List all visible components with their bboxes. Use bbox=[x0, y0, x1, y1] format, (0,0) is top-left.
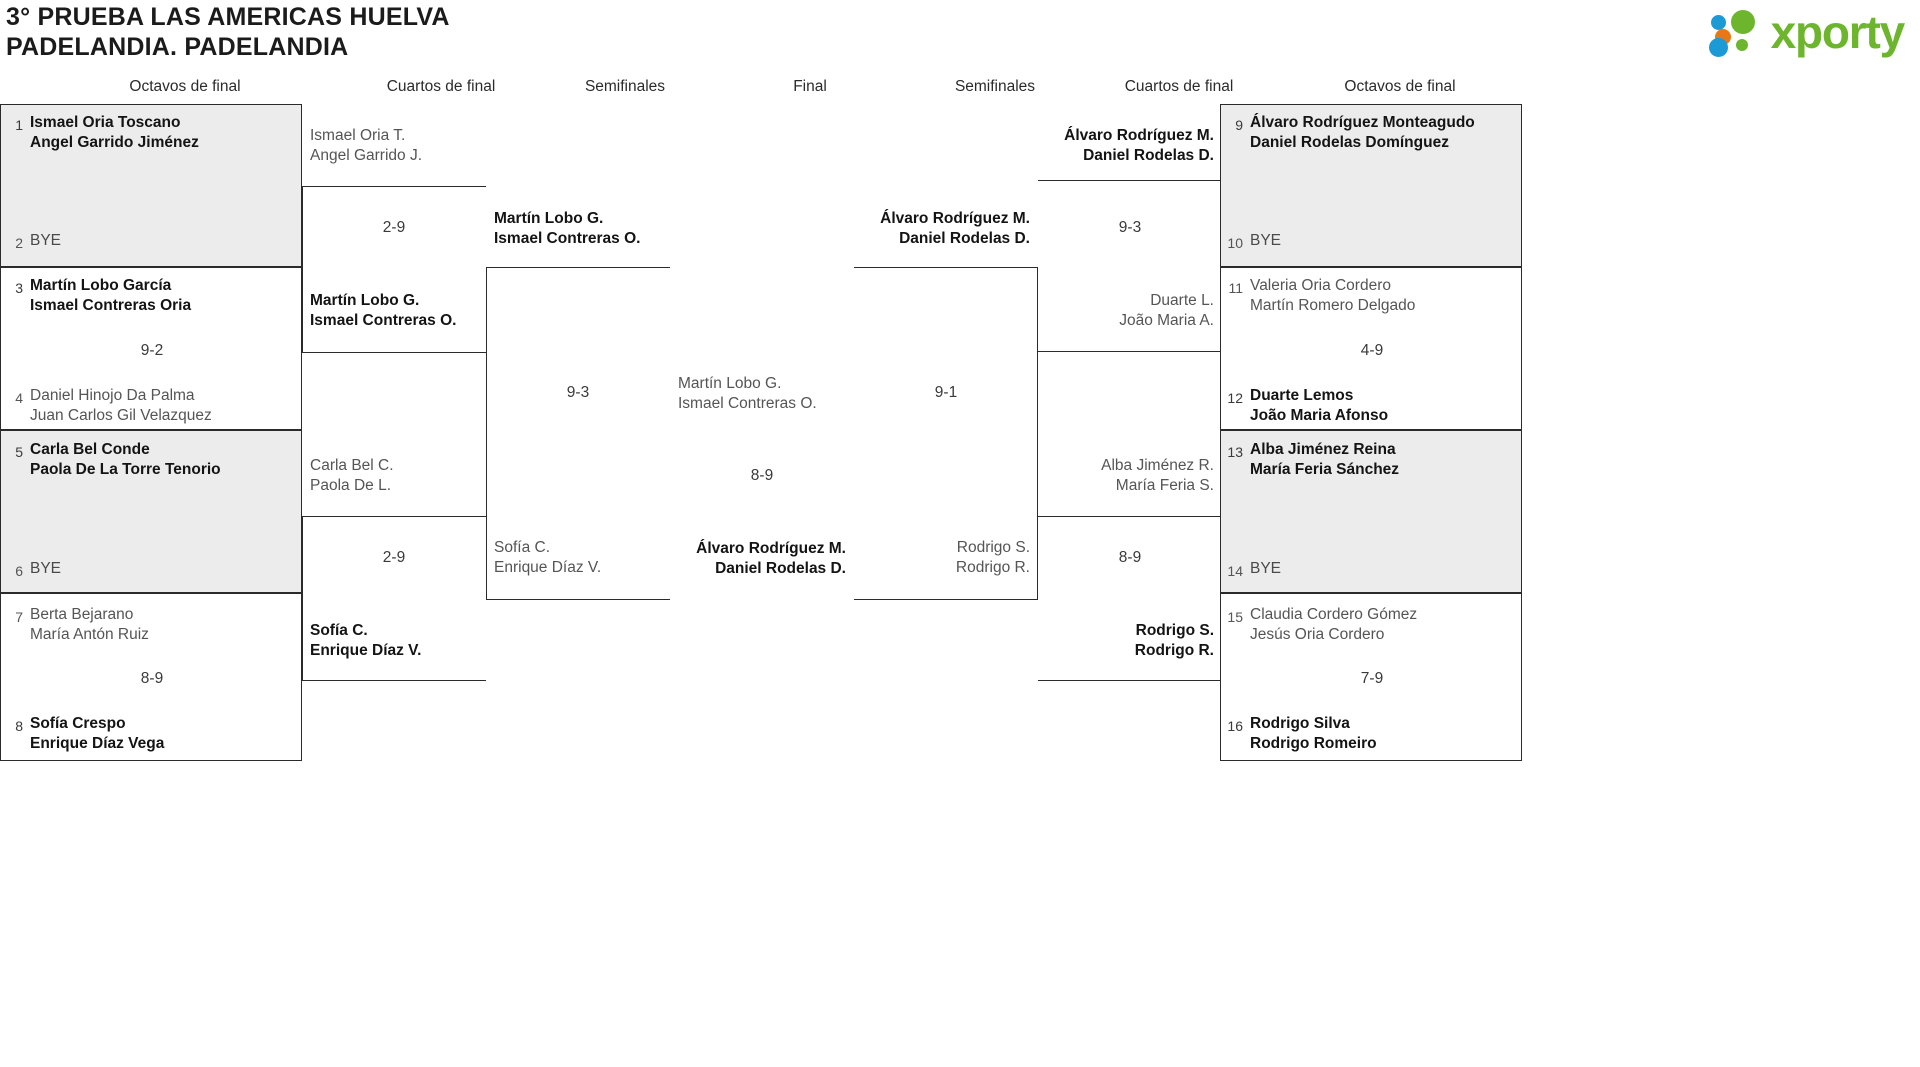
logo-dots-icon bbox=[1708, 8, 1765, 57]
round-header-cuartos-right: Cuartos de final bbox=[1124, 78, 1234, 95]
match-box-l2[interactable] bbox=[0, 267, 302, 430]
seed-slot-1[interactable]: 1 Ismael Oria Toscano Angel Garrido Jimé… bbox=[6, 113, 298, 152]
team-names: Ismael Oria Toscano Angel Garrido Jiméne… bbox=[30, 114, 199, 151]
team-names: BYE bbox=[30, 232, 62, 249]
xporty-logo: xporty bbox=[1708, 6, 1906, 58]
seed-slot-5[interactable]: 5 Carla Bel Conde Paola De La Torre Teno… bbox=[6, 440, 298, 479]
team-names: Daniel Hinojo Da Palma Juan Carlos Gil V… bbox=[30, 387, 212, 424]
seed-number: 15 bbox=[1227, 609, 1243, 625]
page-title: 3° PRUEBA LAS AMERICAS HUELVA PADELANDIA… bbox=[6, 3, 450, 61]
seed-slot-4[interactable]: 4 Daniel Hinojo Da Palma Juan Carlos Gil… bbox=[6, 386, 298, 425]
sf-frame-left bbox=[486, 267, 670, 600]
team-names: Valeria Oria Cordero Martín Romero Delga… bbox=[1250, 277, 1416, 314]
match-box-l3[interactable] bbox=[0, 430, 302, 593]
round-header-octavos-right: Octavos de final bbox=[1344, 78, 1456, 95]
team-names: Martín Lobo García Ismael Contreras Oria bbox=[30, 277, 192, 314]
seed-number: 4 bbox=[15, 390, 23, 406]
match-box-r4[interactable] bbox=[1220, 593, 1522, 761]
sf-right-slot-2[interactable]: Rodrigo S. Rodrigo R. bbox=[955, 539, 1030, 576]
seed-slot-13[interactable]: 13 Alba Jiménez Reina María Feria Sánche… bbox=[1226, 440, 1518, 479]
team-names: Alba Jiménez Reina María Feria Sánchez bbox=[1250, 441, 1400, 478]
qf-left-slot-3[interactable]: Carla Bel C. Paola De L. bbox=[310, 457, 394, 494]
seed-number: 1 bbox=[15, 117, 23, 133]
match-box-r2[interactable] bbox=[1220, 267, 1522, 430]
sf-right-score: 9-1 bbox=[934, 384, 958, 401]
seed-slot-12[interactable]: 12 Duarte Lemos João Maria Afonso bbox=[1226, 386, 1518, 425]
seed-number: 3 bbox=[15, 280, 23, 296]
round-header-semifinales-left: Semifinales bbox=[584, 78, 666, 95]
seed-slot-14[interactable]: 14 BYE bbox=[1226, 559, 1518, 580]
seed-number: 10 bbox=[1227, 235, 1243, 251]
seed-number: 5 bbox=[15, 444, 23, 460]
round-header-semifinales-right: Semifinales bbox=[954, 78, 1036, 95]
seed-number: 2 bbox=[15, 235, 23, 251]
qf-right-slot-3[interactable]: Alba Jiménez R. María Feria S. bbox=[1101, 457, 1214, 494]
team-names: Álvaro Rodríguez Monteagudo Daniel Rodel… bbox=[1250, 114, 1475, 151]
team-names: Rodrigo Silva Rodrigo Romeiro bbox=[1250, 715, 1377, 752]
seed-slot-7[interactable]: 7 Berta Bejarano María Antón Ruiz bbox=[6, 605, 298, 644]
match-box-l1[interactable] bbox=[0, 104, 302, 267]
match-box-r3[interactable] bbox=[1220, 430, 1522, 593]
score-l2: 9-2 bbox=[140, 342, 164, 359]
team-names: Carla Bel Conde Paola De La Torre Tenori… bbox=[30, 441, 221, 478]
seed-number: 12 bbox=[1227, 390, 1243, 406]
qf-frame-left-bottom bbox=[302, 516, 486, 681]
logo-wordmark: xporty bbox=[1770, 6, 1906, 58]
team-names: BYE bbox=[1250, 560, 1282, 577]
qf-right-slot-1[interactable]: Álvaro Rodríguez M. Daniel Rodelas D. bbox=[1064, 127, 1214, 164]
score-r4: 7-9 bbox=[1360, 670, 1384, 687]
qf-left-score-2: 2-9 bbox=[382, 549, 406, 566]
round-header-octavos-left: Octavos de final bbox=[129, 78, 241, 95]
match-box-l4[interactable] bbox=[0, 593, 302, 761]
seed-slot-10[interactable]: 10 BYE bbox=[1226, 231, 1518, 252]
team-names: Sofía Crespo Enrique Díaz Vega bbox=[30, 715, 165, 752]
sf-frame-right bbox=[854, 267, 1038, 600]
team-names: Duarte Lemos João Maria Afonso bbox=[1250, 387, 1389, 424]
team-names: Claudia Cordero Gómez Jesús Oria Cordero bbox=[1250, 606, 1418, 643]
score-r2: 4-9 bbox=[1360, 342, 1384, 359]
qf-left-slot-1[interactable]: Ismael Oria T. Angel Garrido J. bbox=[310, 127, 422, 164]
seed-slot-15[interactable]: 15 Claudia Cordero Gómez Jesús Oria Cord… bbox=[1226, 605, 1518, 644]
team-names: BYE bbox=[1250, 232, 1282, 249]
seed-number: 16 bbox=[1227, 718, 1243, 734]
match-box-r1[interactable] bbox=[1220, 104, 1522, 267]
round-header-cuartos-left: Cuartos de final bbox=[386, 78, 496, 95]
seed-slot-8[interactable]: 8 Sofía Crespo Enrique Díaz Vega bbox=[6, 714, 298, 753]
sf-left-slot-1[interactable]: Martín Lobo G. Ismael Contreras O. bbox=[494, 210, 641, 247]
seed-slot-2[interactable]: 2 BYE bbox=[6, 231, 298, 252]
qf-left-slot-4[interactable]: Sofía C. Enrique Díaz V. bbox=[310, 622, 422, 659]
team-names: Berta Bejarano María Antón Ruiz bbox=[30, 606, 149, 643]
seed-slot-6[interactable]: 6 BYE bbox=[6, 559, 298, 580]
seed-number: 9 bbox=[1235, 117, 1243, 133]
seed-slot-9[interactable]: 9 Álvaro Rodríguez Monteagudo Daniel Rod… bbox=[1226, 113, 1518, 152]
qf-right-score-1: 9-3 bbox=[1118, 219, 1142, 236]
seed-number: 14 bbox=[1227, 563, 1243, 579]
seed-number: 7 bbox=[15, 609, 23, 625]
seed-number: 6 bbox=[15, 563, 23, 579]
qf-right-slot-2[interactable]: Duarte L. João Maria A. bbox=[1119, 292, 1214, 329]
champion-slot[interactable]: Álvaro Rodríguez M. Daniel Rodelas D. bbox=[696, 540, 846, 577]
seed-number: 11 bbox=[1228, 280, 1243, 296]
sf-right-slot-1[interactable]: Álvaro Rodríguez M. Daniel Rodelas D. bbox=[880, 210, 1030, 247]
final-score: 8-9 bbox=[750, 467, 774, 484]
qf-right-score-2: 8-9 bbox=[1118, 549, 1142, 566]
qf-left-slot-2[interactable]: Martín Lobo G. Ismael Contreras O. bbox=[310, 292, 457, 329]
team-names: BYE bbox=[30, 560, 62, 577]
sf-left-score: 9-3 bbox=[566, 384, 590, 401]
seed-slot-3[interactable]: 3 Martín Lobo García Ismael Contreras Or… bbox=[6, 276, 298, 315]
seed-slot-16[interactable]: 16 Rodrigo Silva Rodrigo Romeiro bbox=[1226, 714, 1518, 753]
qf-right-slot-4[interactable]: Rodrigo S. Rodrigo R. bbox=[1134, 622, 1214, 659]
seed-number: 8 bbox=[15, 718, 23, 734]
qf-frame-left-top bbox=[302, 186, 486, 353]
qf-left-score-1: 2-9 bbox=[382, 219, 406, 236]
score-l4: 8-9 bbox=[140, 670, 164, 687]
final-slot-left[interactable]: Martín Lobo G. Ismael Contreras O. bbox=[678, 375, 817, 412]
sf-left-slot-2[interactable]: Sofía C. Enrique Díaz V. bbox=[494, 539, 602, 576]
seed-number: 13 bbox=[1227, 444, 1243, 460]
seed-slot-11[interactable]: 11 Valeria Oria Cordero Martín Romero De… bbox=[1226, 276, 1518, 315]
round-header-final: Final bbox=[793, 78, 827, 95]
